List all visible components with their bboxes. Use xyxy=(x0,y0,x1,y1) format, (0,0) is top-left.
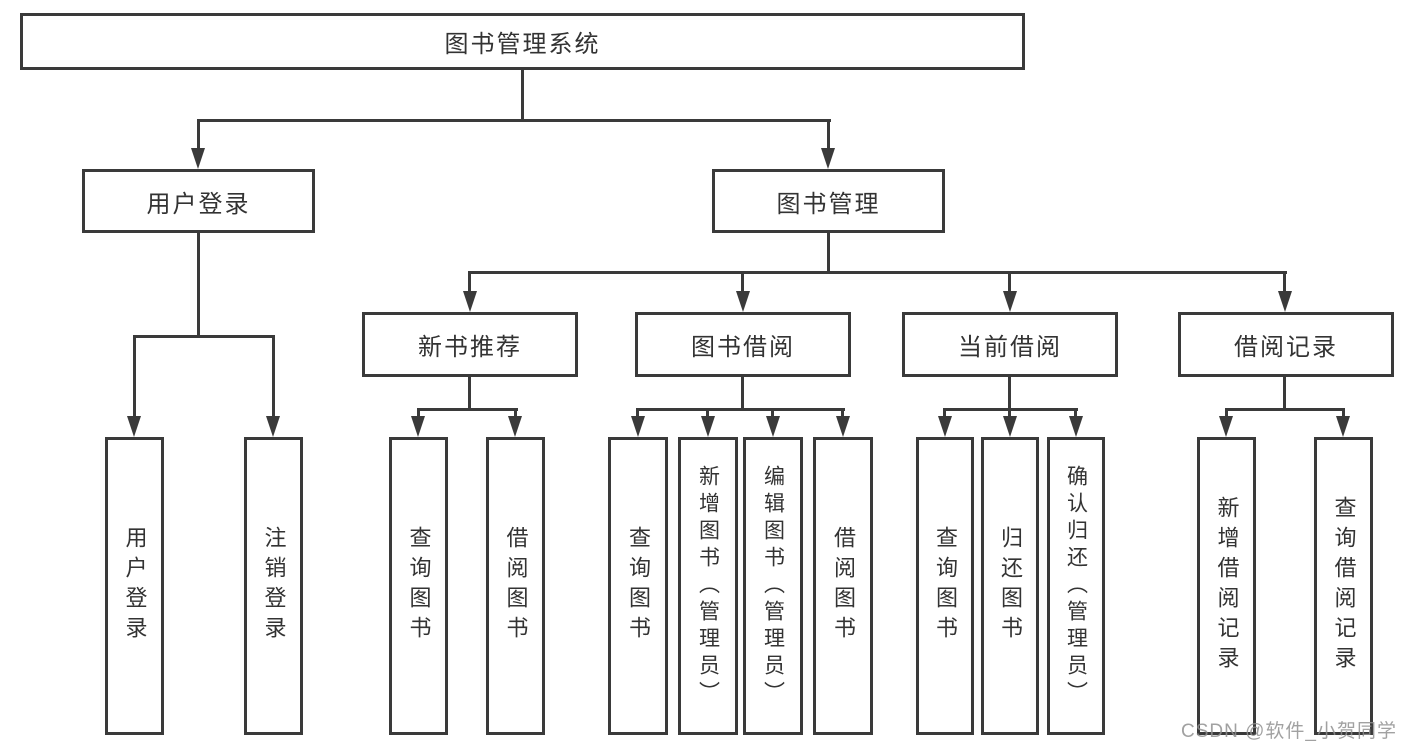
arrow-down-icon xyxy=(508,416,522,437)
arrow-down-icon xyxy=(631,416,645,437)
arrow-down-icon xyxy=(463,291,477,312)
connector-line xyxy=(1008,375,1011,410)
node-new-book-recommendation: 新书推荐 xyxy=(362,312,578,377)
node-leaf-confirm-return-admin: 确认归还（管理员） xyxy=(1047,437,1105,735)
connector-line xyxy=(521,70,524,119)
node-leaf-return-books: 归还图书 xyxy=(981,437,1039,735)
connector-line xyxy=(272,335,275,417)
node-borrowing-records: 借阅记录 xyxy=(1178,312,1394,377)
node-label: 新增图书（管理员） xyxy=(696,464,720,708)
connector-line xyxy=(1074,408,1077,420)
node-leaf-query-books-1: 查询图书 xyxy=(389,437,448,735)
arrow-down-icon xyxy=(411,416,425,437)
connector-line xyxy=(197,119,200,150)
connector-line xyxy=(1283,375,1286,410)
node-label: 查询图书 xyxy=(626,526,651,646)
arrow-down-icon xyxy=(1336,416,1350,437)
connector-line xyxy=(514,408,517,420)
connector-line xyxy=(469,271,1287,274)
connector-line xyxy=(741,375,744,410)
connector-line xyxy=(827,119,830,150)
connector-line xyxy=(417,408,518,411)
connector-line xyxy=(1225,408,1345,411)
connector-line xyxy=(133,335,136,417)
node-leaf-borrow-books-1: 借阅图书 xyxy=(486,437,545,735)
node-leaf-logout: 注销登录 xyxy=(244,437,303,735)
node-label: 归还图书 xyxy=(998,526,1023,646)
connector-line xyxy=(197,233,200,337)
arrow-down-icon xyxy=(736,291,750,312)
node-leaf-add-books-admin: 新增图书（管理员） xyxy=(678,437,738,735)
node-leaf-query-books-2: 查询图书 xyxy=(608,437,668,735)
node-label: 查询图书 xyxy=(406,526,432,646)
node-leaf-query-books-3: 查询图书 xyxy=(916,437,974,735)
connector-line xyxy=(1225,408,1228,420)
connector-line xyxy=(133,335,275,338)
connector-line xyxy=(706,408,709,420)
connector-line xyxy=(841,408,844,420)
node-label: 借阅图书 xyxy=(831,526,856,646)
connector-line xyxy=(1008,271,1011,293)
node-leaf-edit-books-admin: 编辑图书（管理员） xyxy=(743,437,803,735)
node-leaf-borrow-books-2: 借阅图书 xyxy=(813,437,873,735)
node-current-borrowing: 当前借阅 xyxy=(902,312,1118,377)
connector-line xyxy=(741,271,744,293)
connector-line xyxy=(943,408,946,420)
csdn-watermark: CSDN @软件_小贺同学 xyxy=(1181,721,1397,742)
node-label: 编辑图书（管理员） xyxy=(761,464,785,708)
node-label: 确认归还（管理员） xyxy=(1064,464,1088,708)
arrow-down-icon xyxy=(1003,291,1017,312)
node-label: 借阅图书 xyxy=(503,526,529,646)
arrow-down-icon xyxy=(1069,416,1083,437)
connector-line xyxy=(468,271,471,293)
connector-line xyxy=(636,408,639,420)
node-label: 用户登录 xyxy=(122,526,148,646)
node-leaf-user-login: 用户登录 xyxy=(105,437,164,735)
node-label: 查询图书 xyxy=(933,526,958,646)
arrow-down-icon xyxy=(766,416,780,437)
node-label: 新增借阅记录 xyxy=(1214,496,1240,676)
connector-line xyxy=(417,408,420,420)
node-book-management: 图书管理 xyxy=(712,169,945,233)
arrow-down-icon xyxy=(1219,416,1233,437)
arrow-down-icon xyxy=(836,416,850,437)
node-label: 注销登录 xyxy=(261,526,287,646)
node-label: 查询借阅记录 xyxy=(1331,496,1357,676)
connector-line xyxy=(827,233,830,273)
arrow-down-icon xyxy=(191,148,205,169)
connector-line xyxy=(468,375,471,410)
arrow-down-icon xyxy=(1278,291,1292,312)
connector-line xyxy=(1008,408,1011,420)
arrow-down-icon xyxy=(1003,416,1017,437)
node-library-management-system: 图书管理系统 xyxy=(20,13,1025,70)
arrow-down-icon xyxy=(266,416,280,437)
arrow-down-icon xyxy=(938,416,952,437)
node-book-borrowing: 图书借阅 xyxy=(635,312,851,377)
connector-line xyxy=(1283,271,1286,293)
arrow-down-icon xyxy=(701,416,715,437)
node-leaf-query-borrow-record: 查询借阅记录 xyxy=(1314,437,1373,735)
connector-line xyxy=(197,119,831,122)
connector-line xyxy=(1342,408,1345,420)
connector-line xyxy=(636,408,845,411)
arrow-down-icon xyxy=(127,416,141,437)
node-leaf-add-borrow-record: 新增借阅记录 xyxy=(1197,437,1256,735)
arrow-down-icon xyxy=(821,148,835,169)
connector-line xyxy=(771,408,774,420)
node-user-login: 用户登录 xyxy=(82,169,315,233)
